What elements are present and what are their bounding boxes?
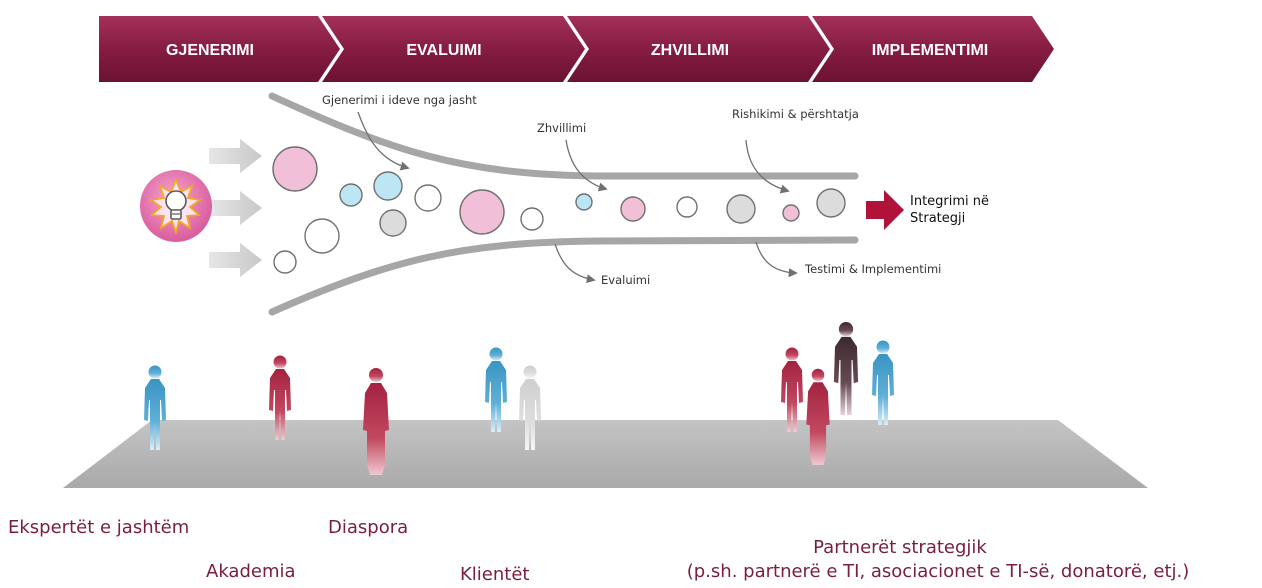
input-arrow-icon: [209, 139, 262, 173]
group-label-partners-title: Partnerët strategjik: [813, 537, 987, 558]
group-label-partners-detail: (p.sh. partnerë e TI, asociacionet e TI-…: [686, 561, 1190, 582]
bubble: [575, 193, 593, 211]
floor-platform: [63, 420, 1148, 488]
group-label-external-experts: Ekspertët e jashtëm: [8, 517, 190, 538]
input-arrows: [209, 139, 262, 277]
bubble: [414, 184, 442, 212]
person-icon: [781, 347, 803, 432]
stage-label-2: EVALUIMI: [406, 42, 481, 59]
bubble: [272, 146, 318, 192]
bubble: [304, 218, 340, 254]
output-arrow-icon: [866, 190, 904, 230]
bubble: [373, 171, 403, 201]
stage-chevron-4: [812, 16, 1054, 82]
stage-label-4: IMPLEMENTIMI: [872, 42, 988, 59]
output-label-line1: Integrimi në: [910, 194, 989, 209]
annotation-development: Zhvillimi: [537, 121, 586, 135]
input-arrow-icon: [209, 243, 262, 277]
group-label-academia: Akademia: [206, 561, 296, 582]
input-arrow-icon: [209, 191, 262, 225]
stage-banner: GJENERIMI EVALUIMI ZHVILLIMI IMPLEMENTIM…: [99, 16, 1054, 82]
person-icon: [485, 347, 507, 432]
annotation-arrow: [565, 139, 608, 192]
annotation-arrow: [755, 241, 798, 278]
funnel-top-edge: [268, 92, 859, 180]
annotation-arrow: [357, 111, 410, 171]
annotation-testing: Testimi & Implementimi: [804, 262, 941, 276]
annotation-arrows: [357, 111, 798, 284]
bubble: [676, 196, 698, 218]
annotation-arrow: [745, 139, 790, 194]
lightbulb-icon: [140, 170, 212, 242]
bubble: [520, 207, 544, 231]
annotation-arrow: [554, 243, 596, 284]
stage-chevron-1: [99, 16, 340, 82]
stage-chevron-3: [567, 16, 830, 82]
stage-chevron-2: [322, 16, 585, 82]
bubble: [726, 194, 756, 224]
group-label-diaspora: Diaspora: [328, 517, 409, 538]
bubble: [782, 204, 800, 222]
funnel: [268, 92, 859, 316]
stage-label-3: ZHVILLIMI: [651, 42, 729, 59]
group-label-clients: Klientët: [460, 564, 530, 585]
bubble: [379, 209, 407, 237]
output-label-line2: Strategji: [910, 211, 965, 226]
stage-label-1: GJENERIMI: [166, 42, 254, 59]
person-icon: [833, 322, 859, 415]
bubble: [273, 250, 297, 274]
bubble: [459, 189, 505, 235]
idea-bubbles: [272, 146, 846, 274]
annotation-external-ideas: Gjenerimi i ideve nga jasht: [322, 93, 477, 107]
person-icon: [872, 340, 894, 425]
bubble: [620, 196, 646, 222]
annotation-review: Rishikimi & përshtatja: [732, 107, 859, 121]
annotation-evaluation: Evaluimi: [601, 273, 650, 287]
bubble: [339, 183, 363, 207]
bubble: [816, 188, 846, 218]
funnel-bottom-edge: [268, 236, 859, 316]
